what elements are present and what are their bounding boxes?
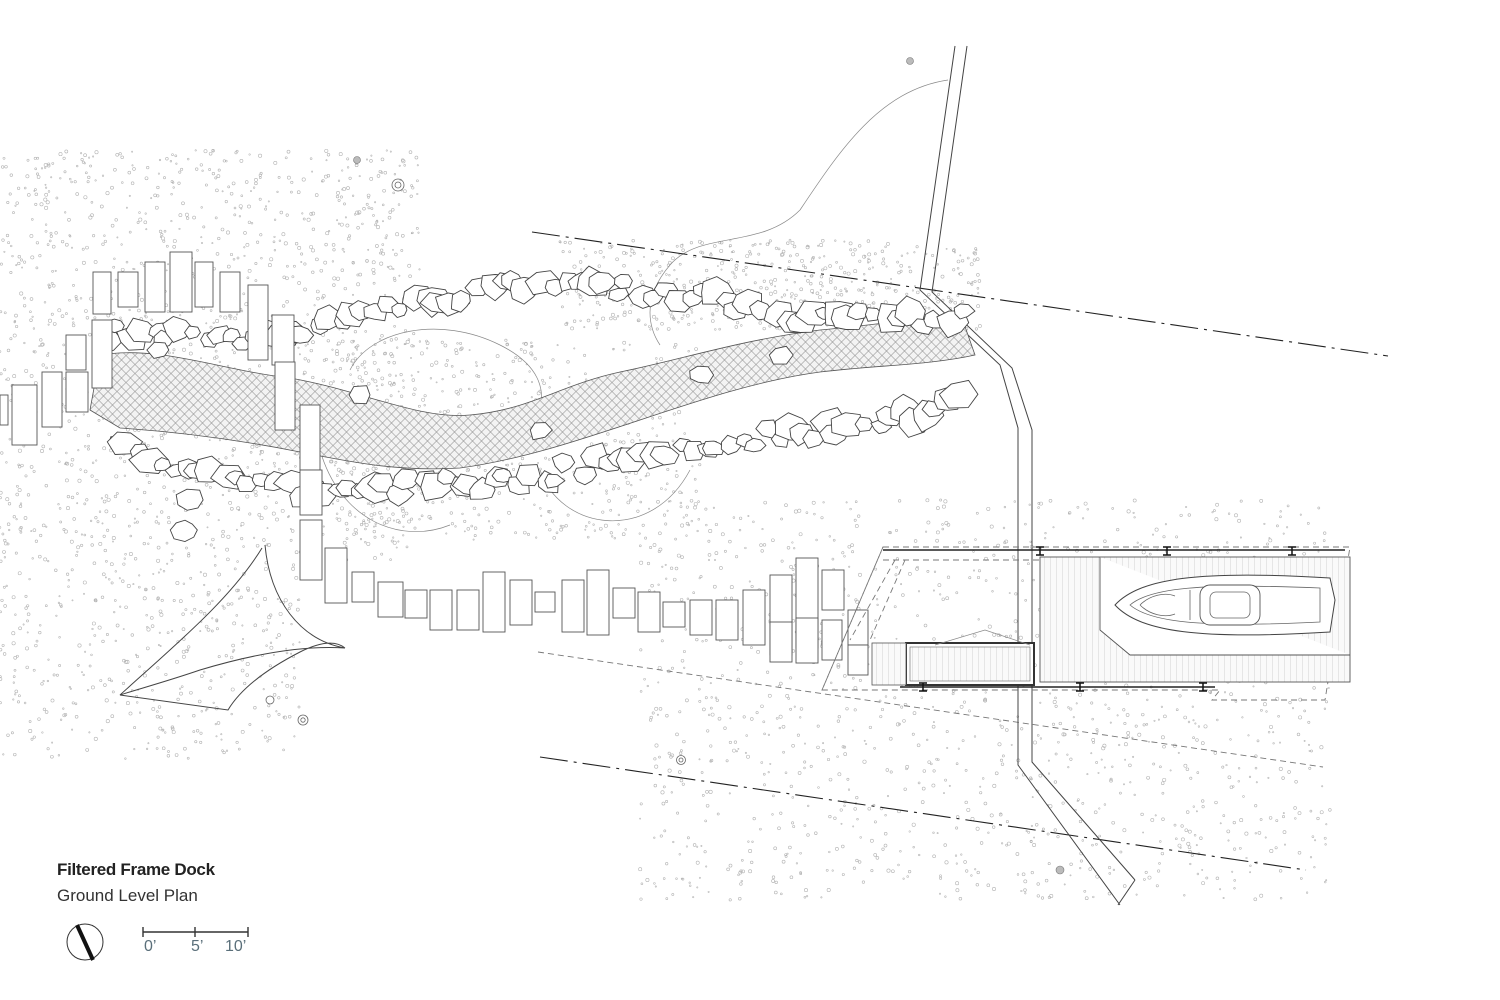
dock-structure	[821, 546, 1351, 701]
scale-label-5: 5’	[191, 938, 204, 955]
scale-label-10: 10’	[225, 938, 247, 955]
drawing-subtitle: Ground Level Plan	[57, 886, 198, 905]
scale-bar-icon	[142, 927, 249, 937]
curved-bench-edge	[119, 547, 263, 696]
gravel-texture	[0, 148, 1332, 902]
boat	[1114, 574, 1336, 636]
plant-symbols	[265, 57, 1065, 875]
planting-circle-right	[539, 469, 691, 521]
shoreline-dashed	[537, 651, 1324, 768]
planting-circle-lower	[319, 449, 451, 533]
drawing-title: Filtered Frame Dock	[57, 860, 215, 879]
north-arrow-icon	[66, 923, 104, 961]
stepping-pavers	[0, 251, 869, 676]
scale-label-0: 0’	[144, 938, 157, 955]
setback-line-top	[531, 231, 1389, 357]
curved-bench	[119, 544, 346, 711]
setback-line-bottom	[539, 756, 1307, 871]
boardwalk-path	[919, 45, 1136, 906]
planting-circle-left	[349, 328, 542, 411]
